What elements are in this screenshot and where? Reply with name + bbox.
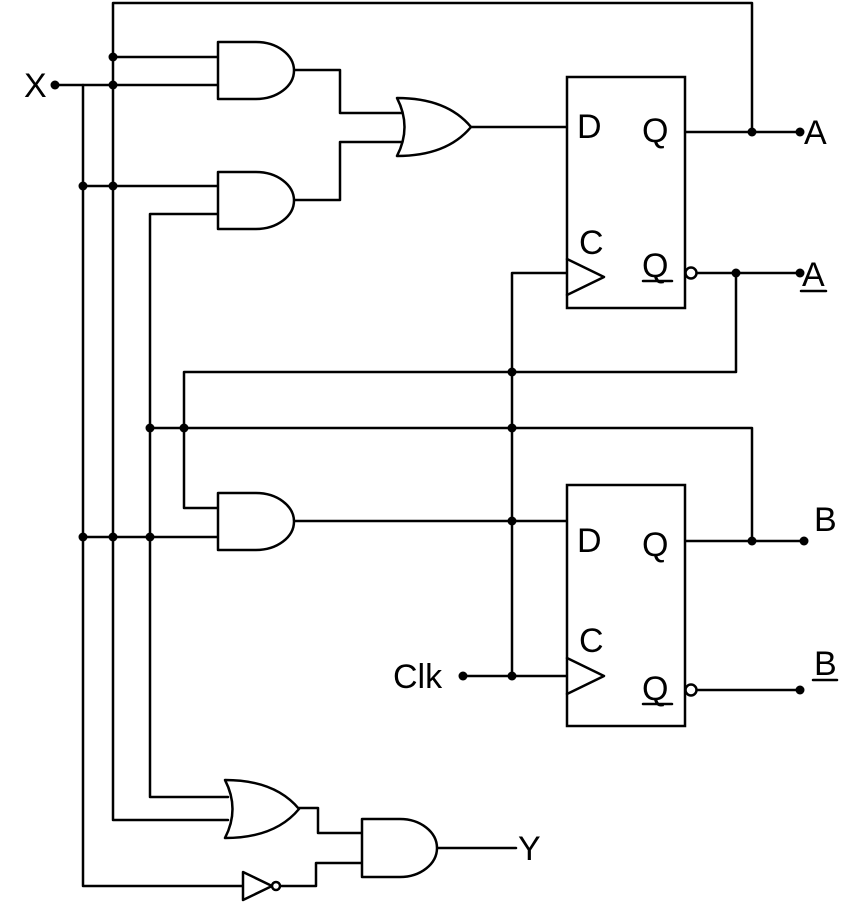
junction-dot	[108, 52, 118, 62]
junction-dot	[507, 671, 517, 681]
wire-and1-to-or1	[292, 68, 407, 115]
junction-dots	[50, 52, 809, 695]
and-gate-1	[216, 40, 296, 101]
terminal-bnot-dot	[795, 685, 805, 695]
flipflop-b-clock-triangle	[565, 656, 606, 696]
output-anot-label: A	[802, 256, 825, 294]
terminal-x-dot	[50, 80, 60, 90]
input-x-label: X	[24, 67, 47, 105]
wire-a-feedback	[111, 1, 754, 822]
flipflop-b-c-label: C	[579, 622, 604, 660]
terminal-anot-dot	[795, 268, 805, 278]
junction-dot	[108, 181, 118, 191]
wire-not-to-and4	[279, 861, 364, 888]
terminal-clk-dot	[458, 671, 468, 681]
flipflop-a-q-label: Q	[642, 112, 668, 150]
output-a-label: A	[804, 114, 827, 152]
wire-and2-to-or1	[292, 140, 407, 202]
flipflop-a-d-label: D	[577, 108, 602, 146]
and-gate-3	[216, 491, 296, 552]
flipflop-a-clock-triangle	[565, 257, 606, 297]
wire-clk-vertical	[510, 271, 569, 678]
wire-b-feedback	[148, 212, 230, 799]
terminal-b-dot	[799, 536, 809, 546]
terminal-a-dot	[795, 127, 805, 137]
flipflop-b-d-label: D	[577, 522, 602, 560]
wire-anot-feedback	[182, 271, 738, 510]
junction-dot	[179, 423, 189, 433]
not-gate	[241, 870, 274, 902]
or-gate-2	[223, 778, 301, 840]
junction-dot	[108, 80, 118, 90]
input-clk-label: Clk	[393, 658, 443, 696]
and-gate-2	[216, 170, 296, 231]
flipflop-a-c-label: C	[579, 224, 604, 262]
junction-dot	[78, 532, 88, 542]
flipflop-a-qnot-bubble	[684, 266, 698, 280]
junction-dot	[145, 423, 155, 433]
junction-dot	[108, 532, 118, 542]
output-b-label: B	[814, 501, 837, 539]
wires	[53, 1, 806, 888]
junction-dot	[507, 367, 517, 377]
or-gate-1	[395, 96, 473, 158]
and-gate-4	[360, 817, 439, 879]
wire-x-vertical	[81, 83, 245, 888]
logic-gates	[216, 40, 473, 902]
junction-dot	[507, 423, 517, 433]
output-y-label: Y	[518, 830, 541, 868]
junction-dot	[747, 536, 757, 546]
flipflop-b-body	[565, 483, 687, 728]
wire-b-loop	[148, 426, 754, 543]
output-bnot-label: B	[814, 645, 837, 683]
wire-or2-to-and4	[297, 806, 364, 835]
junction-dot	[507, 516, 517, 526]
junction-dot	[747, 127, 757, 137]
flipflop-b-qnot-label: Q	[642, 670, 668, 708]
junction-dot	[145, 532, 155, 542]
junction-dot	[731, 268, 741, 278]
junction-dot	[78, 181, 88, 191]
flipflop-b-qnot-bubble	[684, 683, 698, 697]
flipflop-a-qnot-label: Q	[642, 247, 668, 285]
flipflop-b-q-label: Q	[642, 526, 668, 564]
terminal-labels: X Clk A A B B Y	[24, 67, 839, 868]
not-gate-bubble	[270, 880, 282, 892]
flipflop-a: D Q C Q	[565, 75, 698, 310]
flipflop-b: D Q C Q	[565, 483, 698, 728]
